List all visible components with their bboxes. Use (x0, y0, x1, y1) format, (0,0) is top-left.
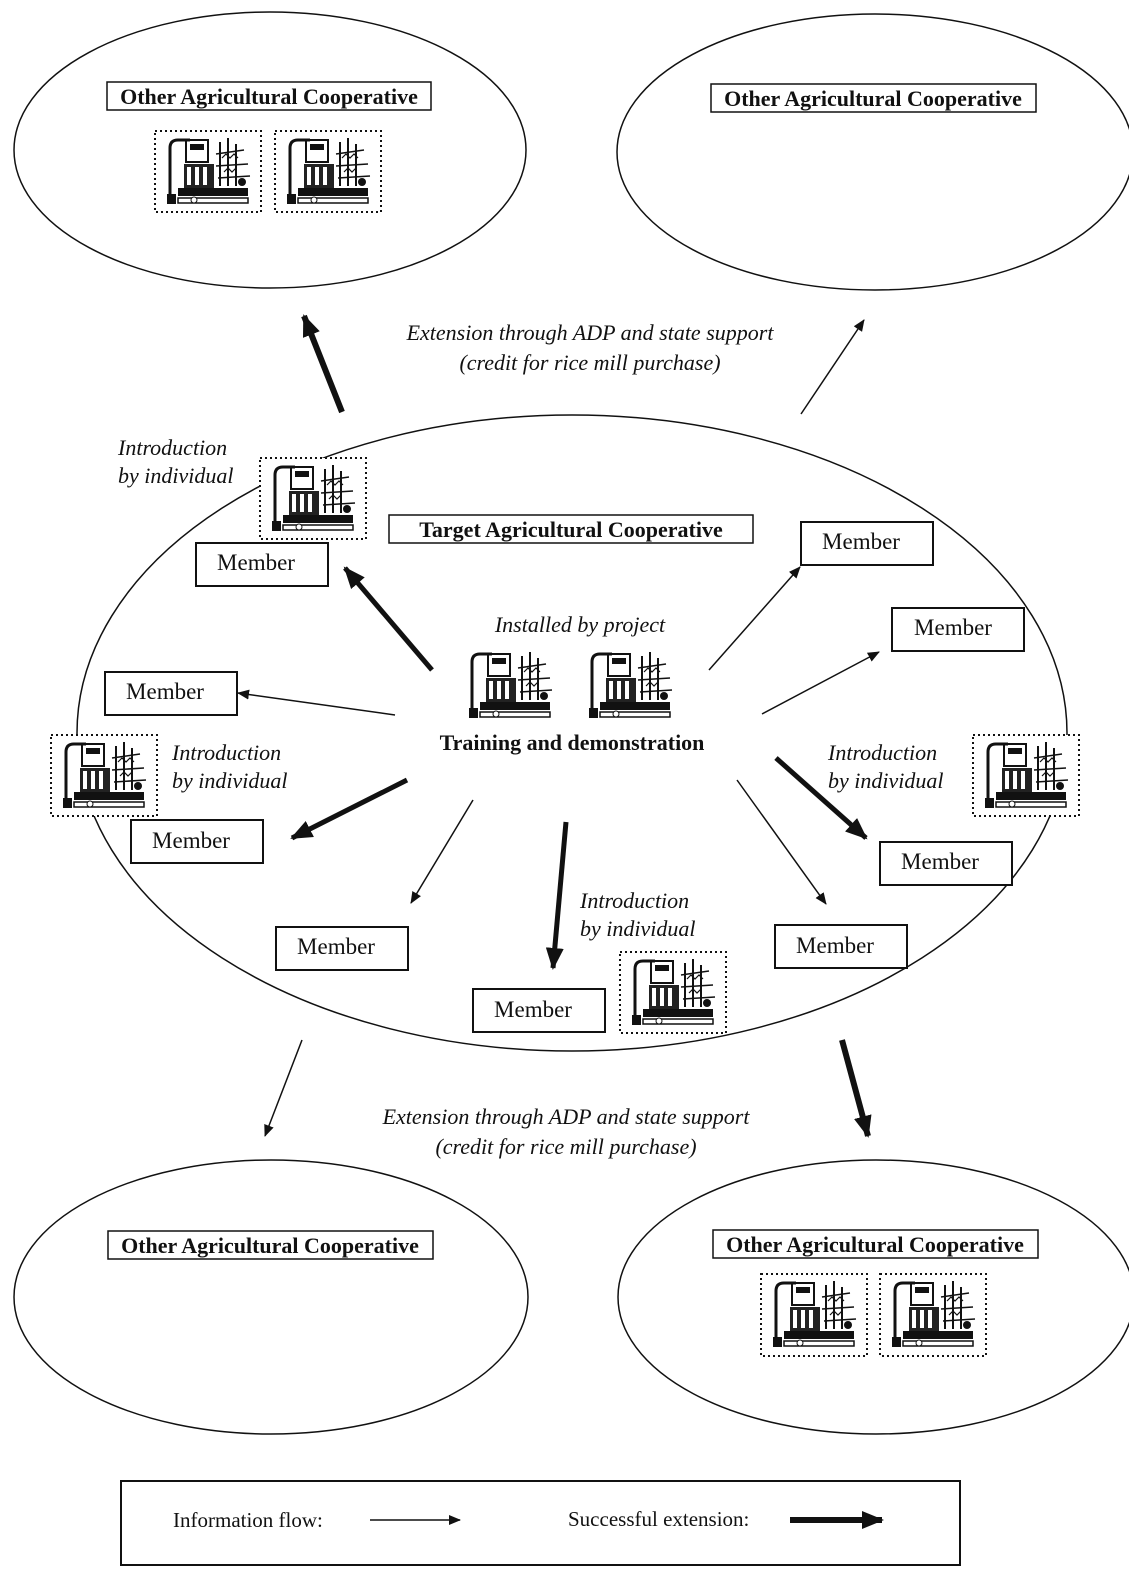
training-label: Training and demonstration (440, 730, 705, 755)
information-flow-arrow (761, 651, 880, 715)
member-box (800, 521, 934, 566)
member-box (891, 607, 1025, 652)
member-label: Member (126, 679, 204, 704)
successful-extension-arrow (343, 566, 434, 672)
rice-mill-icon (890, 1279, 977, 1349)
rice-mill-icon (587, 650, 674, 720)
extension-text-bottom-line1: Extension through ADP and state support (382, 1104, 751, 1129)
mill-frame (760, 1273, 868, 1357)
coop-title-box (107, 1230, 434, 1260)
information-flow-arrow (736, 779, 827, 905)
other-coop-bottom-left: Other Agricultural Cooperative (13, 1159, 529, 1435)
intro-label-line2: by individual (580, 916, 695, 941)
intro-label-line1: Introduction (171, 740, 281, 765)
coop-title: Other Agricultural Cooperative (726, 1232, 1024, 1257)
member-box (275, 926, 409, 971)
coop-ellipse (617, 1159, 1129, 1435)
target-coop-ellipse (76, 414, 1068, 1052)
target-coop-title: Target Agricultural Cooperative (419, 517, 723, 542)
successful-extension-arrow (301, 314, 345, 414)
coop-title: Other Agricultural Cooperative (121, 1233, 419, 1258)
successful-extension-arrow (290, 777, 409, 841)
coop-title-box (106, 81, 432, 111)
legend-information-flow-label: Information flow: (173, 1508, 323, 1532)
information-flow-arrow (800, 319, 865, 415)
rice-mill-icon (771, 1279, 858, 1349)
rice-mill-icon (285, 136, 372, 206)
intro-label-line1: Introduction (579, 888, 689, 913)
member-box (195, 542, 329, 587)
coop-title: Other Agricultural Cooperative (724, 86, 1022, 111)
extension-text-top-line1: Extension through ADP and state support (406, 320, 775, 345)
member-box (104, 671, 238, 716)
intro-label-line2: by individual (172, 768, 287, 793)
member-label: Member (822, 529, 900, 554)
information-flow-arrow (264, 1039, 303, 1137)
coop-ellipse (13, 11, 527, 289)
other-coop-bottom-right: Other Agricultural Cooperative (617, 1159, 1129, 1435)
member-label: Member (217, 550, 295, 575)
installed-label: Installed by project (494, 612, 666, 637)
target-coop-title-box (388, 514, 754, 544)
extension-text-bottom-line2: (credit for rice mill purchase) (435, 1134, 696, 1159)
successful-extension-arrow (545, 821, 569, 970)
coop-title-box (710, 83, 1037, 113)
mill-frame (154, 130, 262, 213)
member-label: Member (297, 934, 375, 959)
information-flow-arrow (708, 566, 801, 671)
rice-mill-icon (165, 136, 252, 206)
member-box (472, 988, 606, 1033)
coop-title: Other Agricultural Cooperative (120, 84, 418, 109)
intro-label-line2: by individual (828, 768, 943, 793)
member-box (879, 841, 1013, 886)
member-label: Member (152, 828, 230, 853)
legend-successful-extension-label: Successful extension: (568, 1507, 749, 1531)
member-label: Member (494, 997, 572, 1022)
member-box (774, 924, 908, 969)
member-label: Member (796, 933, 874, 958)
member-label: Member (901, 849, 979, 874)
rice-mill-icon (467, 650, 554, 720)
member-box (130, 819, 264, 864)
coop-ellipse (616, 13, 1129, 291)
information-flow-arrow (410, 799, 474, 904)
successful-extension-arrow (774, 756, 868, 840)
other-coop-top-right: Other Agricultural Cooperative (616, 13, 1129, 291)
mill-frame (274, 130, 382, 213)
legend: Information flow: Successful extension: (120, 1480, 961, 1566)
member-label: Member (914, 615, 992, 640)
intro-label-line1: Introduction (827, 740, 937, 765)
mill-frame (879, 1273, 987, 1357)
intro-label-line1: Introduction (117, 435, 227, 460)
coop-ellipse (13, 1159, 529, 1435)
target-coop: Target Agricultural Cooperative Installe… (50, 414, 1080, 1052)
other-coop-top-left: Other Agricultural Cooperative (13, 11, 527, 289)
information-flow-arrow (237, 689, 396, 716)
successful-extension-arrow (839, 1039, 872, 1138)
extension-text-top-line2: (credit for rice mill purchase) (459, 350, 720, 375)
coop-title-box (712, 1229, 1039, 1259)
intro-label-line2: by individual (118, 463, 233, 488)
